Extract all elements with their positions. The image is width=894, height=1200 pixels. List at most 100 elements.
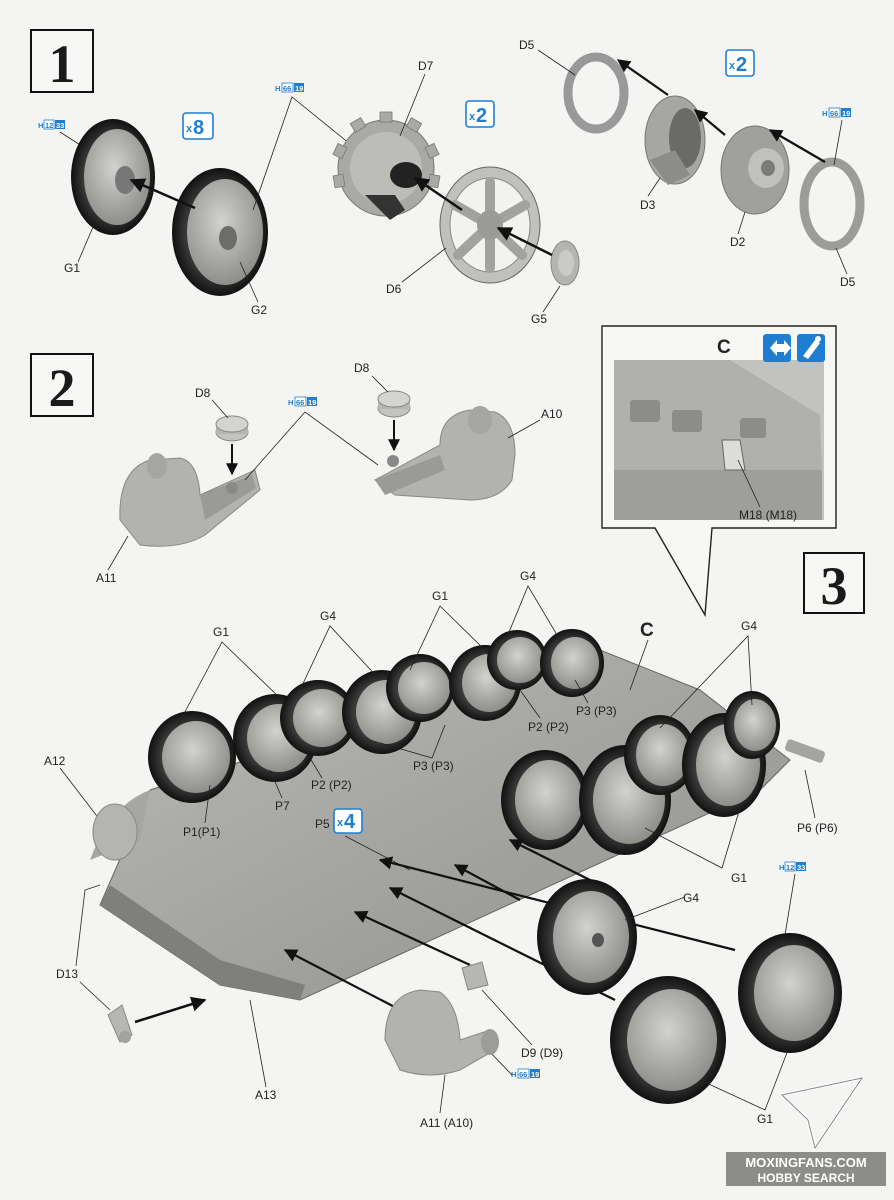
label-g4-front-right: G4 [741,619,757,633]
quantity-badge-x8: x 8 [182,112,214,140]
part-a12 [92,803,138,861]
svg-text:66: 66 [296,398,304,407]
watermark: MOXINGFANS.COM HOBBY SEARCH [726,1075,886,1186]
label-d5-bottom: D5 [840,275,856,289]
arrow-g2-to-g1 [129,178,196,210]
road-wheel-back-3 [280,680,356,756]
label-g1-front-right: G1 [731,871,747,885]
symbol-rotate-icon [763,334,791,362]
road-wheel-loose-g1-left [610,976,726,1104]
step-1-number-box: 1 [30,29,94,94]
suspension-arm-a11 [119,453,261,547]
label-p3-left: P3 (P3) [413,759,454,773]
svg-text:33: 33 [797,863,805,872]
step-2-number-box: 2 [30,353,94,418]
label-g4-loose: G4 [683,891,699,905]
part-p6 [784,739,826,763]
label-m18: M18 (M18) [739,508,797,522]
label-p6: P6 (P6) [797,821,838,835]
road-wheel-back-7 [487,630,547,690]
label-a12: A12 [44,754,66,768]
road-wheel-front-1 [501,750,589,850]
drive-sprocket-d7 [332,111,441,220]
svg-text:2: 2 [476,105,487,127]
label-p7: P7 [275,799,290,813]
step-3-number: 3 [821,556,848,616]
quantity-badge-x4: x 4 [333,808,363,834]
svg-text:66: 66 [830,109,838,118]
label-d8-left: D8 [195,386,211,400]
step-1: 1 H 12 33 x 8 G1 [30,29,865,326]
label-g2: G2 [251,303,267,317]
paint-callout-h66-19-step1: H 66 19 [275,82,304,93]
svg-text:4: 4 [344,811,356,833]
label-a11: A11 [96,571,117,585]
svg-text:12: 12 [45,121,53,130]
back-row-road-wheels [148,629,604,803]
svg-text:66: 66 [283,84,291,93]
arrow-g5-to-d6 [496,226,553,257]
road-wheel-loose-g4 [537,879,637,995]
part-d13 [107,1004,133,1043]
step-3-number-box: 3 [803,552,865,616]
watermark-line-2: HOBBY SEARCH [757,1171,854,1185]
watermark-line-1: MOXINGFANS.COM [745,1155,866,1170]
idler-wheel-d3 [644,95,706,185]
label-g4-back-left: G4 [320,609,336,623]
arrow-d5-to-d2 [768,129,826,163]
svg-text:8: 8 [193,117,204,139]
idler-wheel-d2 [720,125,790,215]
bump-stop-d8-right [377,390,411,418]
svg-text:2: 2 [736,54,747,76]
arrow-d13-to-hull [134,996,207,1024]
arrow-d9-to-hull [353,910,471,966]
label-d6: D6 [386,282,402,296]
road-wheel-front-5 [724,691,780,759]
label-g1-back-left: G1 [213,625,229,639]
svg-text:H: H [38,121,43,130]
paint-callout-h12-33-step3: H 12 33 [779,861,806,872]
svg-text:33: 33 [56,121,64,130]
svg-text:H: H [288,398,293,407]
label-a10: A10 [541,407,563,421]
arrow-d2-to-d3 [693,109,726,136]
svg-text:12: 12 [786,863,794,872]
arrow-wheel-to-p5-1 [453,864,521,901]
label-d8-right: D8 [354,361,370,375]
label-d7: D7 [418,59,434,73]
label-inset-hull: C [717,337,731,358]
road-wheel-back-5 [386,654,454,722]
label-g5: G5 [531,312,547,326]
label-g1-loose: G1 [757,1112,773,1126]
svg-text:H: H [822,109,827,118]
arrow-d3-to-d5 [616,59,669,96]
svg-text:19: 19 [842,109,850,118]
hub-cap-g5 [550,240,580,286]
svg-text:66: 66 [519,1070,527,1079]
svg-text:19: 19 [295,84,303,93]
svg-text:19: 19 [308,398,316,407]
label-p3-right: P3 (P3) [576,704,617,718]
arrow-wheel-to-p5-2 [508,839,591,881]
idler-ring-d5-top [563,52,629,134]
label-p2-right: P2 (P2) [528,720,569,734]
step-2: 2 D8 A11 H 66 19 [30,353,563,585]
label-a11-a10: A11 (A10) [420,1116,473,1130]
road-wheel-front-3 [624,715,696,795]
svg-text:x: x [469,111,476,123]
svg-text:H: H [779,863,784,872]
svg-text:H: H [275,84,280,93]
label-g1: G1 [64,261,80,275]
suspension-arm-a10 [374,406,516,501]
front-row-road-wheels [501,691,780,855]
label-hull-c: C [640,620,654,641]
svg-text:x: x [186,123,193,135]
part-d9 [461,961,489,991]
label-p2-left: P2 (P2) [311,778,352,792]
label-d13: D13 [56,967,78,981]
label-d3: D3 [640,198,656,212]
suspension-unit-a11-a10 [384,989,499,1076]
paint-callout-h66-19-step2: H 66 19 [288,396,317,407]
road-wheel-back-1 [148,711,236,803]
